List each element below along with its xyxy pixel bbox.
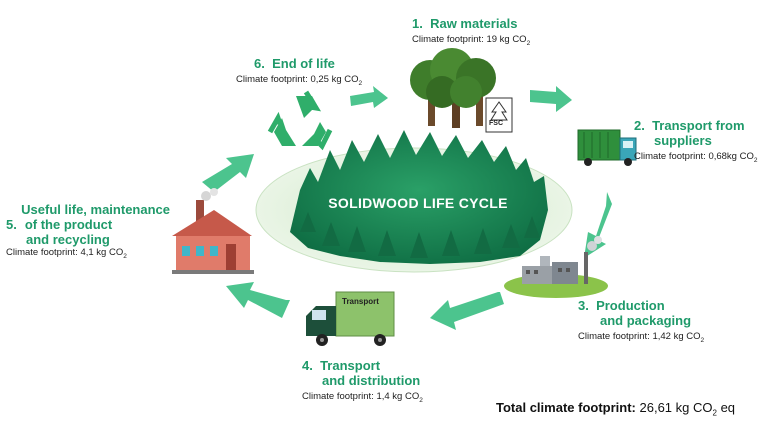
stage-footprint: Climate footprint: 1,42 kg CO2 — [578, 331, 705, 344]
house-illustration — [172, 188, 254, 274]
recycle-icon — [267, 90, 333, 151]
stage-number: 5. — [6, 217, 17, 232]
total-value: 26,61 kg CO2 eq — [639, 400, 736, 418]
stage-useful-life: Useful life, maintenance 5. of the produ… — [6, 202, 170, 260]
arrow-5-to-6 — [202, 154, 254, 192]
arrow-6-to-1 — [350, 86, 388, 108]
fsc-badge: FSC — [489, 120, 503, 127]
center-forest — [255, 130, 573, 273]
stage-end-of-life: 6. End of life Climate footprint: 0,25 k… — [236, 56, 362, 87]
stage-title: 1. Raw materials — [412, 16, 530, 31]
stage-title: 3. Production and packaging — [578, 298, 704, 328]
truck-label: Transport — [342, 297, 379, 306]
stage-number: 6. — [254, 56, 265, 71]
stage-footprint: Climate footprint: 0,68kg CO2 — [634, 151, 758, 164]
stage-number: 4. — [302, 358, 313, 373]
arrow-3-to-4 — [430, 292, 504, 330]
stage-title: 2. Transport from suppliers — [634, 118, 757, 148]
total-label: Total climate footprint: — [496, 400, 636, 415]
supplier-truck-illustration — [577, 129, 637, 166]
stage-number: 2. — [634, 118, 645, 133]
stage-footprint: Climate footprint: 1,4 kg CO2 — [302, 391, 423, 404]
stage-production-packaging: 3. Production and packaging Climate foot… — [578, 298, 704, 344]
stage-title-line: Transport from — [652, 118, 745, 133]
center-title: SOLIDWOOD LIFE CYCLE — [328, 195, 508, 211]
stage-title-line: Production — [596, 298, 665, 313]
stage-title-line: of the product — [24, 217, 113, 232]
stage-title-line: suppliers — [654, 133, 712, 148]
stage-title-line: End of life — [272, 56, 335, 71]
arrow-4-to-5 — [226, 282, 290, 318]
stage-raw-materials: 1. Raw materials Climate footprint: 19 k… — [412, 16, 530, 47]
stage-transport-distribution: 4. Transport and distribution Climate fo… — [302, 358, 423, 404]
total-footprint: Total climate footprint: 26,61 kg CO2 eq — [496, 400, 735, 418]
stage-title: 6. End of life — [236, 56, 362, 71]
raw-materials-illustration — [410, 48, 513, 133]
stage-footprint: Climate footprint: 4,1 kg CO2 — [6, 247, 127, 260]
stage-title: 4. Transport and distribution — [302, 358, 423, 388]
stage-number: 3. — [578, 298, 589, 313]
stage-title-line: Transport — [320, 358, 381, 373]
stage-title-line: Useful life, maintenance — [21, 202, 170, 217]
stage-title: Useful life, maintenance 5. of the produ… — [6, 202, 170, 247]
distribution-truck-illustration: Transport — [306, 291, 395, 346]
stage-title-line: Raw materials — [430, 16, 518, 31]
stage-footprint: Climate footprint: 19 kg CO2 — [412, 34, 531, 47]
stage-transport-suppliers: 2. Transport from suppliers Climate foot… — [634, 118, 757, 164]
stage-footprint: Climate footprint: 0,25 kg CO2 — [236, 74, 363, 87]
stage-title-line: and recycling — [26, 232, 110, 247]
stage-title-line: and packaging — [600, 313, 692, 328]
arrow-1-to-2 — [530, 86, 572, 112]
stage-number: 1. — [412, 16, 423, 31]
factory-illustration — [504, 236, 608, 298]
stage-title-line: and distribution — [322, 373, 421, 388]
